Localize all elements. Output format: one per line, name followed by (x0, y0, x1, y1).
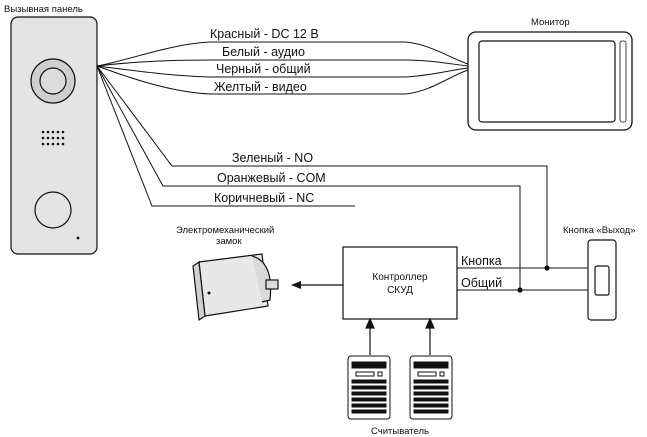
microphone-icon (76, 236, 80, 240)
wire-label-red: Красный - DC 12 В (210, 27, 319, 41)
controller-box (342, 246, 458, 320)
speaker-grille-icon (41, 130, 65, 146)
terminal-label-common: Общий (461, 276, 502, 290)
junction-dot-common (517, 287, 523, 293)
wire-white (96, 59, 469, 67)
arrow-head-icon (425, 317, 435, 329)
access-controller: Контроллер СКУД (342, 246, 458, 320)
wire-label-brown: Коричневый - NC (214, 191, 314, 205)
wire-label-white: Белый - аудио (222, 45, 305, 59)
wire-label-yellow: Желтый - видео (214, 80, 307, 94)
arrow-head-icon (291, 281, 301, 289)
wire-red (96, 41, 469, 67)
camera-lens (39, 67, 67, 95)
reader-label: Считыватель (371, 426, 429, 437)
relay-wires (96, 65, 548, 289)
wire-label-green: Зеленый - NO (232, 151, 313, 165)
call-panel-label: Вызывная панель (4, 4, 83, 15)
lock-label-line1: Электромеханический (176, 225, 274, 236)
lock-cylinder (251, 255, 272, 303)
lock-arrow (291, 281, 343, 289)
wire-label-orange: Оранжевый - COM (217, 171, 326, 185)
keyhole-icon (207, 291, 211, 295)
arrow-head-icon (365, 317, 375, 329)
controller-label-line1: Контроллер (372, 272, 428, 283)
monitor-label: Монитор (531, 17, 570, 28)
lock-side (192, 260, 206, 322)
wire-brown (96, 65, 355, 207)
wire-yellow (96, 65, 469, 95)
exit-button-label: Кнопка «Выход» (563, 225, 636, 236)
monitor-wire-bundle (96, 41, 469, 95)
monitor (467, 31, 633, 131)
monitor-screen (478, 40, 616, 123)
terminal-label-button: Кнопка (461, 254, 502, 268)
exit-button-key (594, 265, 610, 296)
call-button-icon (34, 191, 72, 229)
controller-label-line2: СКУД (387, 285, 413, 296)
exit-button (587, 239, 617, 321)
wire-orange (96, 65, 521, 289)
card-reader-right (409, 355, 453, 420)
electromechanical-lock (192, 253, 279, 322)
wire-green (96, 65, 548, 268)
card-reader-left (347, 355, 391, 420)
lock-bolt (265, 279, 279, 290)
monitor-side-panel (619, 40, 627, 123)
junction-dot-button (544, 265, 550, 271)
reader-arrows (365, 317, 435, 355)
wire-label-black: Черный - общий (216, 62, 311, 76)
lock-label-line2: замок (216, 236, 242, 247)
call-panel (10, 16, 98, 255)
wire-black (96, 65, 469, 78)
